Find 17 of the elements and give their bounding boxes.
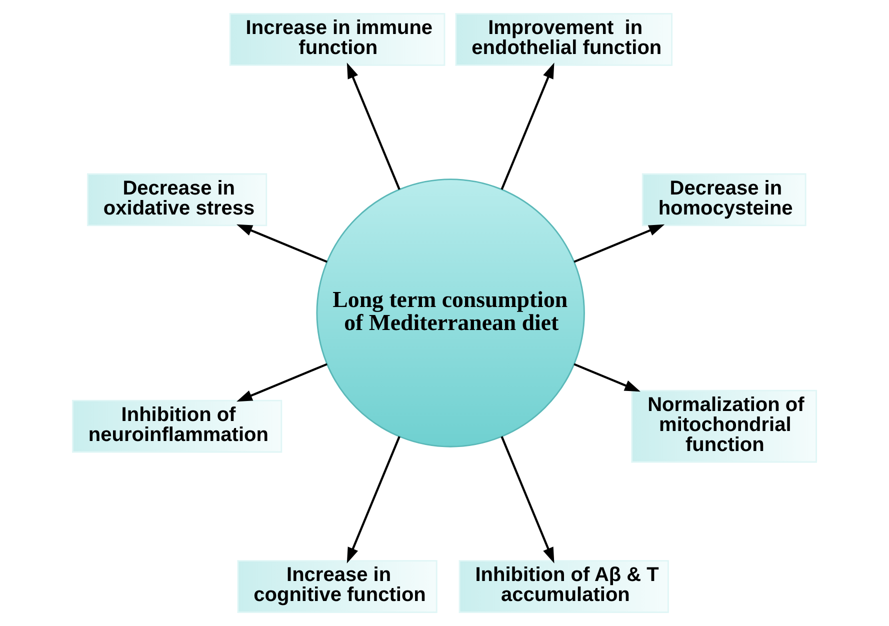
node-box: Inhibition of neuroinflammation <box>72 400 282 453</box>
node-box: Improvement in endothelial function <box>455 13 672 66</box>
node-box: Normalization of mitochondrial function <box>631 390 817 463</box>
node-box: Increase in cognitive function <box>237 560 438 613</box>
node-circle: Long term consumption of Mediterranean diet <box>316 178 585 448</box>
arrow <box>574 224 665 263</box>
arrow <box>236 224 328 263</box>
node-box: Decrease in homocysteine <box>642 173 806 226</box>
node-box: Inhibition of Aβ & T accumulation <box>458 560 669 613</box>
arrow <box>500 62 554 190</box>
arrow <box>574 363 640 392</box>
arrow <box>346 62 400 190</box>
arrow <box>236 363 328 402</box>
node-box: Decrease in oxidative stress <box>87 173 268 226</box>
arrow <box>500 436 554 564</box>
node-box: Increase in immune function <box>229 13 446 66</box>
arrow <box>346 436 400 564</box>
